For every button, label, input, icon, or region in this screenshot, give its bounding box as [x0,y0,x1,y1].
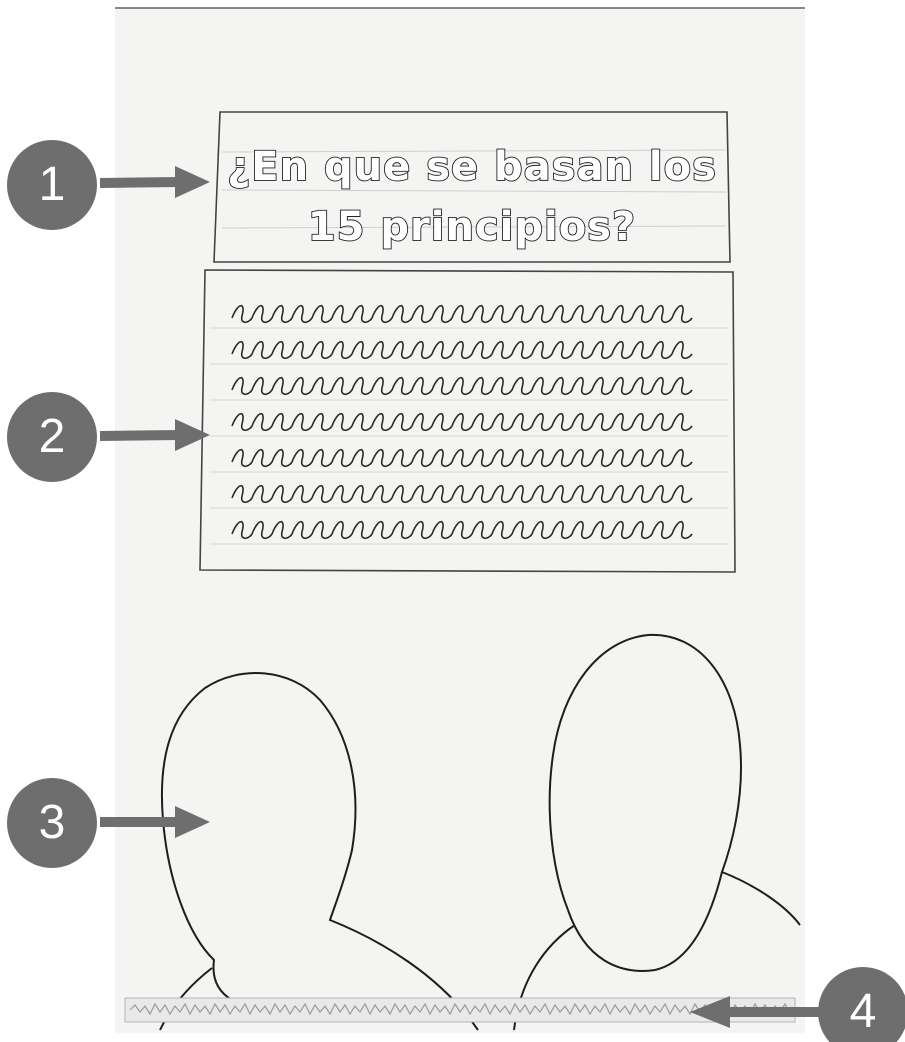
title-line-1: ¿En que se basan los [227,144,717,190]
callout-badge-2: 2 [7,392,97,482]
footer-strip [125,998,795,1022]
title-line-2: 15 principios? [308,204,636,250]
callout-badge-1: 1 [7,140,97,230]
callout-badge-3: 3 [7,778,97,868]
